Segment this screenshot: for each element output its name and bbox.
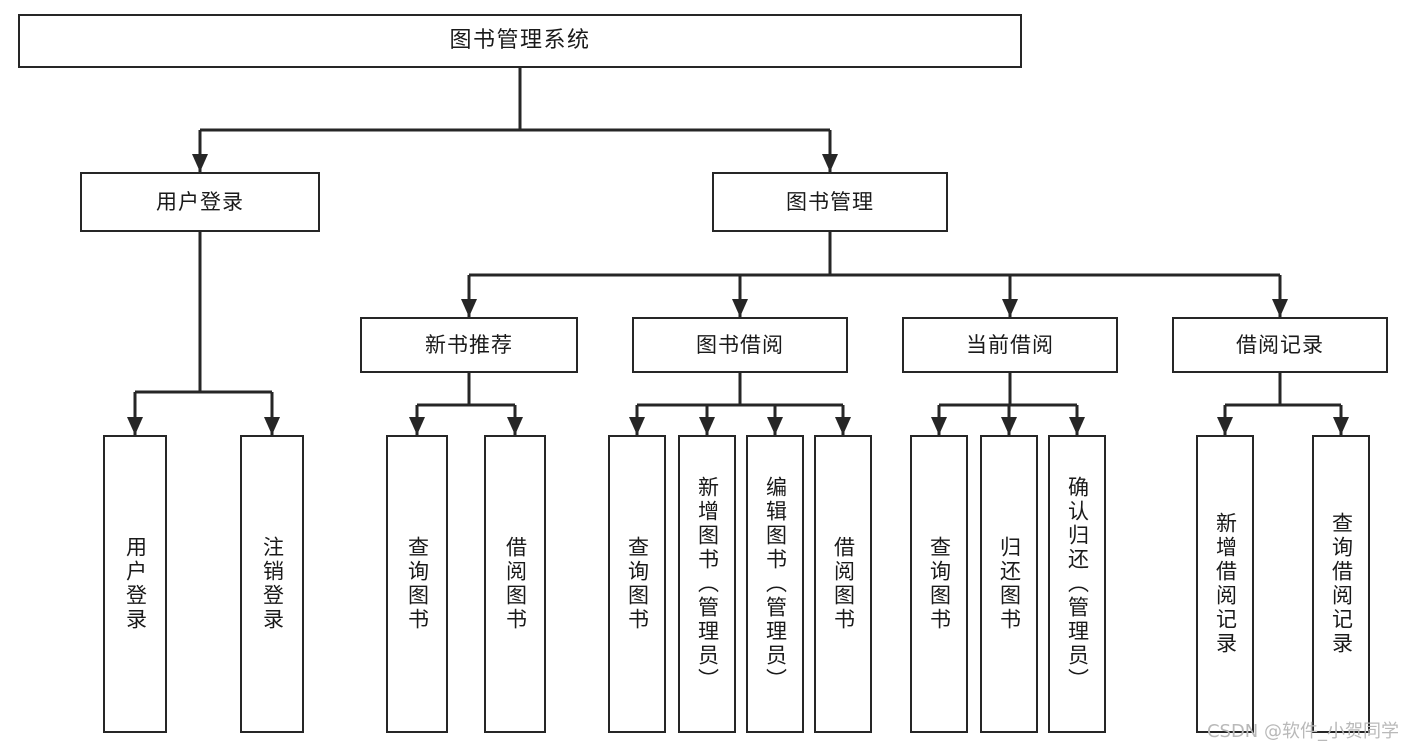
- node-leaf2[interactable]: 注销登录: [240, 435, 304, 733]
- node-login[interactable]: 用户登录: [80, 172, 320, 232]
- node-leaf11[interactable]: 确认归还（管理员）: [1048, 435, 1106, 733]
- node-label: 用户登录: [156, 189, 244, 214]
- arrowhead: [767, 417, 783, 435]
- arrowhead: [835, 417, 851, 435]
- node-label: 查询借阅记录: [1329, 512, 1354, 656]
- node-label: 查询图书: [625, 536, 650, 632]
- node-label: 用户登录: [123, 536, 148, 632]
- node-label: 编辑图书（管理员）: [763, 476, 788, 692]
- node-label: 借阅图书: [831, 536, 856, 632]
- node-newbook[interactable]: 新书推荐: [360, 317, 578, 373]
- node-label: 当前借阅: [966, 332, 1054, 357]
- node-label: 借阅图书: [503, 536, 528, 632]
- node-label: 借阅记录: [1236, 332, 1324, 357]
- node-label: 新增图书（管理员）: [695, 476, 720, 692]
- arrowhead: [732, 299, 748, 317]
- arrowhead: [507, 417, 523, 435]
- node-leaf12[interactable]: 新增借阅记录: [1196, 435, 1254, 733]
- node-root[interactable]: 图书管理系统: [18, 14, 1022, 68]
- node-label: 注销登录: [260, 536, 285, 632]
- arrowhead: [1333, 417, 1349, 435]
- node-label: 归还图书: [997, 536, 1022, 632]
- node-leaf3[interactable]: 查询图书: [386, 435, 448, 733]
- node-label: 查询图书: [405, 536, 430, 632]
- node-records[interactable]: 借阅记录: [1172, 317, 1388, 373]
- node-current[interactable]: 当前借阅: [902, 317, 1118, 373]
- node-leaf6[interactable]: 新增图书（管理员）: [678, 435, 736, 733]
- node-borrow[interactable]: 图书借阅: [632, 317, 848, 373]
- node-label: 图书管理系统: [449, 28, 591, 54]
- node-leaf8[interactable]: 借阅图书: [814, 435, 872, 733]
- arrowhead: [461, 299, 477, 317]
- node-leaf10[interactable]: 归还图书: [980, 435, 1038, 733]
- arrowhead: [1002, 299, 1018, 317]
- node-leaf9[interactable]: 查询图书: [910, 435, 968, 733]
- node-label: 新书推荐: [425, 332, 513, 357]
- watermark-text: CSDN @软件_小贺同学: [1206, 721, 1399, 742]
- arrowhead: [264, 417, 280, 435]
- arrowhead: [1001, 417, 1017, 435]
- node-label: 查询图书: [927, 536, 952, 632]
- node-label: 图书管理: [786, 189, 874, 214]
- arrowhead: [822, 154, 838, 172]
- arrowhead: [409, 417, 425, 435]
- arrowhead: [1272, 299, 1288, 317]
- node-leaf4[interactable]: 借阅图书: [484, 435, 546, 733]
- arrowhead: [931, 417, 947, 435]
- node-leaf5[interactable]: 查询图书: [608, 435, 666, 733]
- arrowhead: [699, 417, 715, 435]
- node-label: 确认归还（管理员）: [1065, 476, 1090, 692]
- node-leaf1[interactable]: 用户登录: [103, 435, 167, 733]
- arrowhead: [192, 154, 208, 172]
- node-label: 图书借阅: [696, 332, 784, 357]
- arrowhead: [1069, 417, 1085, 435]
- arrowhead: [127, 417, 143, 435]
- node-leaf7[interactable]: 编辑图书（管理员）: [746, 435, 804, 733]
- arrowhead: [1217, 417, 1233, 435]
- arrowhead: [629, 417, 645, 435]
- node-bookmgmt[interactable]: 图书管理: [712, 172, 948, 232]
- node-label: 新增借阅记录: [1213, 512, 1238, 656]
- node-leaf13[interactable]: 查询借阅记录: [1312, 435, 1370, 733]
